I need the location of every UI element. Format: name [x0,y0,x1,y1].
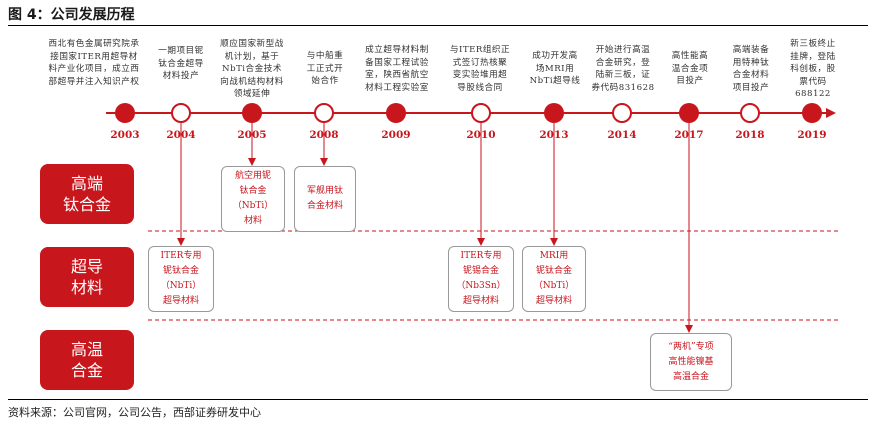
timeline-node-2013 [544,103,564,123]
timeline-desc-2017: 高性能高 温合金项 目投产 [671,51,709,86]
product-box-iter-nb3sn: ITER专用 铌锡合金 （Nb3Sn） 超导材料 [448,246,514,312]
timeline-desc-2009: 成立超导材料制 备国家工程试验 室，陕西省航空 材料工程实验室 [365,45,429,93]
top-rule [8,25,868,26]
product-box-aviation-nbti: 航空用铌 钛合金 （NbTi） 材料 [221,166,285,232]
year-label-2017: 2017 [674,129,704,141]
timeline-desc-2013: 成功开发高 场MRI用 NbTi超导线 [529,51,581,86]
timeline-node-2003 [115,103,135,123]
timeline-desc-2010: 与ITER组织正 式签订热核聚 变实验堆用超 导股线合同 [449,45,511,93]
product-box-superalloy: “两机”专项 高性能镍基 高温合金 [650,333,732,391]
category-titanium-alloy: 高端 钛合金 [40,164,134,224]
timeline-desc-2014: 开始进行高温 合金研究，登 陆新三板，证 券代码831628 [591,45,655,93]
year-label-2010: 2010 [466,129,496,141]
timeline-desc-2004: 一期项目铌 钛合金超导 材料投产 [158,46,204,81]
timeline-desc-2003: 西北有色金属研究院承 接国家ITER用超导材 料产业化项目，成立西 部超导并注入… [48,39,140,87]
year-label-2013: 2013 [539,129,569,141]
timeline-desc-2019: 新三板终止 挂牌，登陆 科创板，股 票代码 688122 [790,39,836,99]
timeline-node-2014 [612,103,632,123]
figure-title: 图 4：公司发展历程 [8,7,135,23]
timeline-node-2017 [679,103,699,123]
timeline-node-2008 [314,103,334,123]
category-superalloy: 高温 合金 [40,330,134,390]
timeline-node-2019 [802,103,822,123]
year-label-2005: 2005 [237,129,267,141]
source-note: 资料来源：公司官网，公司公告，西部证券研发中心 [8,406,261,419]
year-label-2014: 2014 [607,129,637,141]
timeline-desc-2005: 顺应国家新型战 机计划，基于 NbTi合金技术 向战机结构材料 领域延伸 [220,39,284,99]
timeline-node-2005 [242,103,262,123]
year-label-2018: 2018 [735,129,765,141]
product-box-iter-nbti: ITER专用 铌钛合金 （NbTi） 超导材料 [148,246,214,312]
timeline-arrowhead [826,108,836,118]
year-label-2008: 2008 [309,129,339,141]
timeline-desc-2018: 高端装备 用特种钛 合金材料 项目投产 [732,45,770,93]
product-box-mri-nbti: MRI用 铌钛合金 （NbTi） 超导材料 [522,246,586,312]
timeline-desc-2008: 与中船重 工正式开 始合作 [306,51,344,86]
timeline-node-2018 [740,103,760,123]
product-box-warship-titanium: 军舰用钛 合金材料 [294,166,356,232]
timeline-node-2009 [386,103,406,123]
year-label-2009: 2009 [381,129,411,141]
timeline-node-2004 [171,103,191,123]
category-superconducting: 超导 材料 [40,247,134,307]
year-label-2019: 2019 [797,129,827,141]
year-label-2003: 2003 [110,129,140,141]
timeline-node-2010 [471,103,491,123]
year-label-2004: 2004 [166,129,196,141]
bottom-rule [8,399,868,400]
